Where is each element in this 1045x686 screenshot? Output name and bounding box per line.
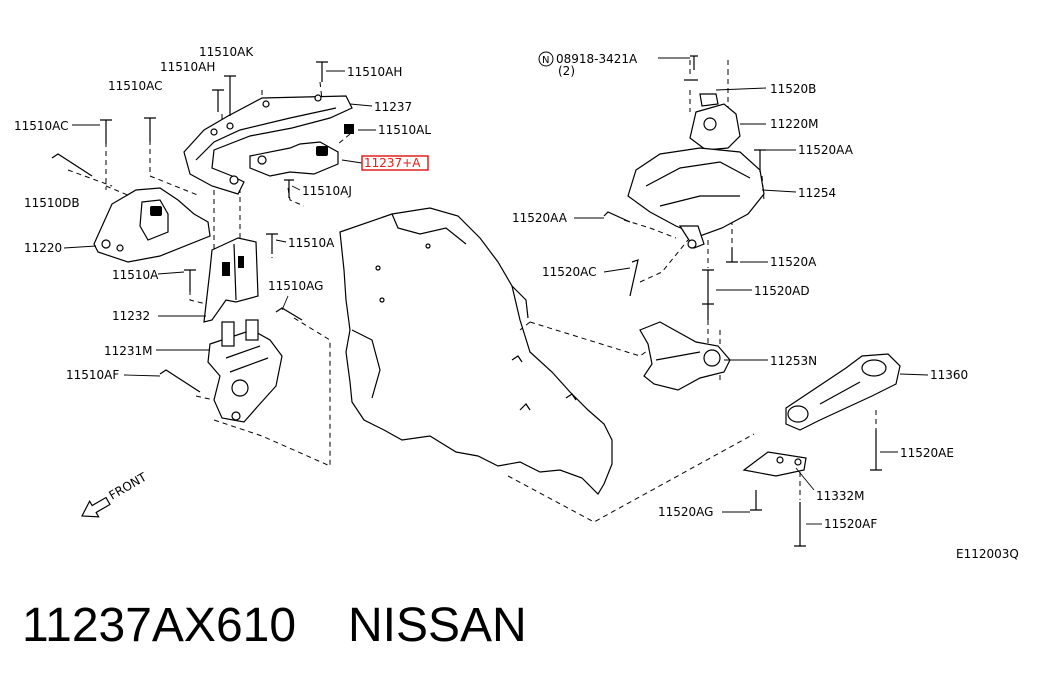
leader-lines [63, 57, 929, 525]
label-11237A: 11237+A [364, 156, 421, 170]
highlight-box [361, 155, 429, 171]
label-11510AF: 11510AF [66, 368, 119, 382]
label-11510AH-left: 11510AH [160, 60, 215, 74]
label-11510AK: 11510AK [199, 45, 254, 59]
label-08918-3421A: 08918-3421A [556, 52, 638, 66]
label-08918-circle: N [542, 55, 549, 66]
mount-11220 [93, 187, 211, 263]
label-11510AG: 11510AG [268, 279, 323, 293]
n-circle-icon [538, 51, 554, 67]
label-11231M: 11231M [104, 344, 153, 358]
label-11360: 11360 [930, 368, 968, 382]
label-11510A-right: 11510A [288, 236, 335, 250]
label-11220M: 11220M [770, 117, 819, 131]
part-11237A [249, 141, 339, 177]
bracket-11253N [639, 321, 731, 391]
part-number-title: 11237AX610 [22, 599, 297, 652]
parts-diagram: 11510AK 11510AH 11510AH 11510AC 11237 11… [14, 45, 1019, 561]
label-11510AH-top: 11510AH [347, 65, 402, 79]
engine-block [339, 207, 613, 495]
bracket-11254 [627, 147, 765, 249]
label-11332M: 11332M [816, 489, 865, 503]
label-11520AD: 11520AD [754, 284, 810, 298]
bracket-11332M [742, 451, 807, 477]
label-11520A: 11520A [770, 255, 817, 269]
front-label: FRONT [107, 470, 150, 503]
label-11232: 11232 [112, 309, 150, 323]
brand-name: NISSAN [348, 599, 527, 652]
label-11510A-left: 11510A [112, 268, 159, 282]
label-11520AA-right: 11520AA [798, 143, 854, 157]
label-11253N: 11253N [770, 354, 817, 368]
mount-11360 [785, 353, 901, 431]
label-11520AC: 11520AC [542, 265, 597, 279]
label-11237: 11237 [374, 100, 412, 114]
label-11254: 11254 [798, 186, 836, 200]
label-11520AA-left: 11520AA [512, 211, 568, 225]
mount-11220M [684, 55, 741, 151]
label-11220: 11220 [24, 241, 62, 255]
diagram-code: E112003Q [956, 547, 1019, 561]
bracket-11231M [207, 319, 283, 423]
label-11520AG: 11520AG [658, 505, 713, 519]
label-11520AF: 11520AF [824, 517, 877, 531]
label-11520AE: 11520AE [900, 446, 954, 460]
bracket-11237 [183, 94, 353, 195]
label-08918-qty: (2) [558, 64, 575, 78]
label-11510AL: 11510AL [378, 123, 431, 137]
label-11510AJ: 11510AJ [302, 184, 352, 198]
bolts-left [51, 61, 354, 393]
label-11510AC-b: 11510AC [14, 119, 69, 133]
part-labels: 11510AK 11510AH 11510AH 11510AC 11237 11… [14, 45, 1019, 561]
label-11510DB: 11510DB [24, 196, 80, 210]
label-11520B: 11520B [770, 82, 816, 96]
bolts-right [603, 149, 882, 547]
label-11510AC-a: 11510AC [108, 79, 163, 93]
front-arrow-icon [81, 496, 111, 518]
bracket-11232 [203, 237, 259, 323]
